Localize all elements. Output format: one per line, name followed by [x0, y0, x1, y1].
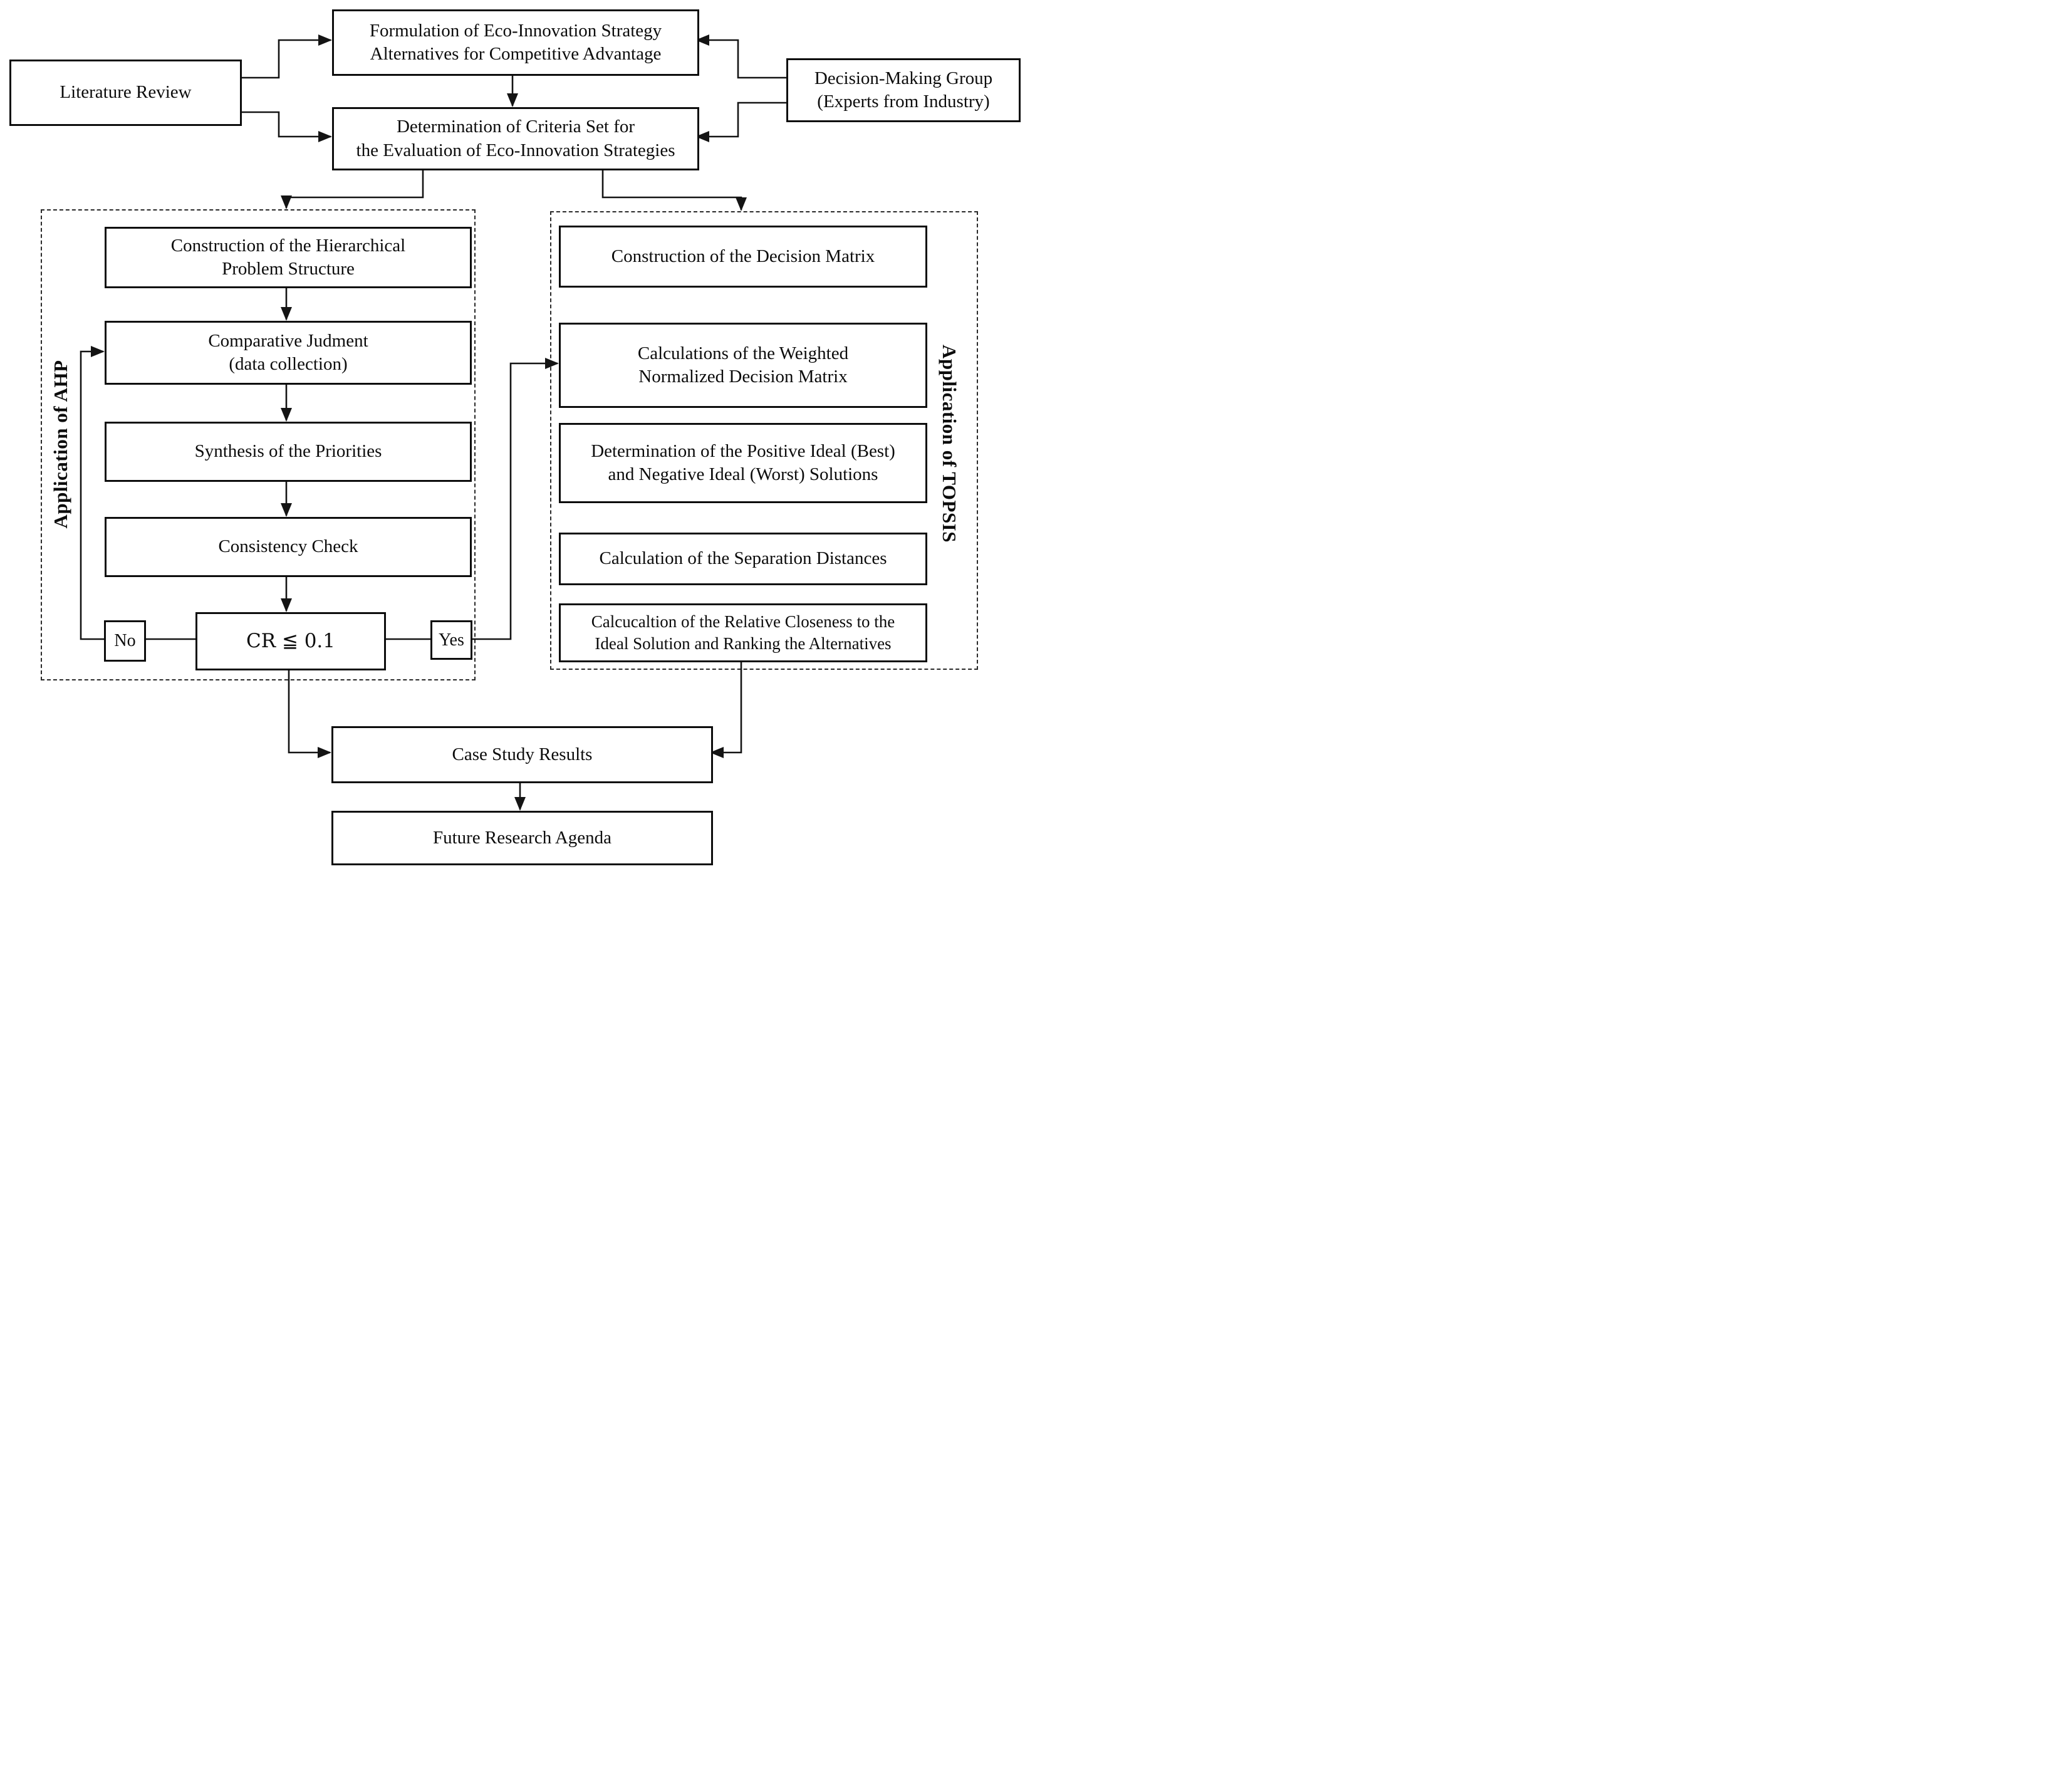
- node-separation-distances-label: Calculation of the Separation Distances: [599, 548, 887, 569]
- node-formulation-line2: Alternatives for Competitive Advantage: [370, 44, 662, 64]
- connector-topsis-to-casestudy: [710, 659, 742, 758]
- node-comparative-judgment-line2: (data collection): [229, 354, 348, 374]
- node-decision-group-line2: (Experts from Industry): [817, 91, 990, 112]
- connector-determination-to-topsis: [601, 167, 747, 211]
- node-formulation-line1: Formulation of Eco-Innovation Strategy: [369, 20, 662, 41]
- ahp-container: [41, 209, 476, 680]
- connector-determination-to-ahp: [281, 167, 424, 209]
- topsis-container: [550, 211, 978, 670]
- connector-ahp-to-casestudy: [288, 667, 331, 758]
- node-cr-condition: CR ≦ 0.1: [195, 612, 386, 670]
- node-determination-line1: Determination of Criteria Set for: [396, 117, 635, 137]
- node-weighted-matrix: Calculations of the Weighted Normalized …: [559, 323, 927, 408]
- node-literature-review: Literature Review: [9, 60, 242, 126]
- node-relative-closeness: Calcucaltion of the Relative Closeness t…: [559, 603, 927, 662]
- flowchart-canvas: Literature Review Formulation of Eco-Inn…: [0, 0, 1025, 896]
- node-yes: Yes: [430, 620, 472, 660]
- node-decision-matrix: Construction of the Decision Matrix: [559, 226, 927, 288]
- node-formulation: Formulation of Eco-Innovation Strategy A…: [332, 9, 699, 76]
- node-separation-distances: Calculation of the Separation Distances: [559, 533, 927, 585]
- node-yes-label: Yes: [439, 630, 464, 650]
- node-literature-review-label: Literature Review: [60, 82, 192, 103]
- connector-group-to-formulation: [695, 34, 786, 79]
- node-consistency-check: Consistency Check: [105, 517, 472, 577]
- node-ideal-solutions: Determination of the Positive Ideal (Bes…: [559, 423, 927, 503]
- node-decision-group: Decision-Making Group (Experts from Indu…: [786, 58, 1021, 122]
- topsis-side-label: Application of TOPSIS: [939, 344, 960, 543]
- node-weighted-matrix-line1: Calculations of the Weighted: [637, 343, 849, 363]
- node-case-study-label: Case Study Results: [452, 744, 593, 764]
- node-relative-closeness-line1: Calcucaltion of the Relative Closeness t…: [591, 612, 895, 632]
- connector-yes-to-topsis: [469, 358, 559, 640]
- connector-no-feedback: [80, 346, 105, 640]
- node-decision-group-line1: Decision-Making Group: [814, 68, 993, 88]
- node-future-research: Future Research Agenda: [331, 811, 713, 865]
- node-consistency-check-label: Consistency Check: [218, 536, 358, 557]
- node-determination-line2: the Evaluation of Eco-Innovation Strateg…: [356, 140, 675, 160]
- connector-litreview-to-formulation: [238, 34, 332, 79]
- node-comparative-judgment: Comparative Judment (data collection): [105, 321, 472, 385]
- node-ideal-solutions-line2: and Negative Ideal (Worst) Solutions: [608, 464, 878, 484]
- node-comparative-judgment-line1: Comparative Judment: [208, 330, 368, 351]
- node-determination: Determination of Criteria Set for the Ev…: [332, 107, 699, 170]
- node-cr-condition-label: CR ≦ 0.1: [246, 629, 336, 652]
- node-no: No: [104, 620, 146, 662]
- node-relative-closeness-line2: Ideal Solution and Ranking the Alternati…: [595, 634, 892, 653]
- node-hierarchical-structure: Construction of the Hierarchical Problem…: [105, 227, 472, 288]
- node-decision-matrix-label: Construction of the Decision Matrix: [611, 246, 875, 266]
- ahp-side-label: Application of AHP: [49, 360, 71, 529]
- node-synthesis: Synthesis of the Priorities: [105, 422, 472, 482]
- node-weighted-matrix-line2: Normalized Decision Matrix: [638, 367, 848, 387]
- node-hierarchical-structure-line1: Construction of the Hierarchical: [170, 235, 406, 256]
- connector-layer: [80, 34, 786, 811]
- node-case-study: Case Study Results: [331, 726, 713, 783]
- node-future-research-label: Future Research Agenda: [432, 827, 612, 848]
- connector-litreview-to-determination: [238, 111, 332, 142]
- connector-group-to-determination: [695, 102, 786, 142]
- node-synthesis-label: Synthesis of the Priorities: [194, 441, 382, 462]
- node-no-label: No: [114, 631, 136, 651]
- node-ideal-solutions-line1: Determination of the Positive Ideal (Bes…: [591, 440, 895, 461]
- node-hierarchical-structure-line2: Problem Structure: [222, 259, 355, 279]
